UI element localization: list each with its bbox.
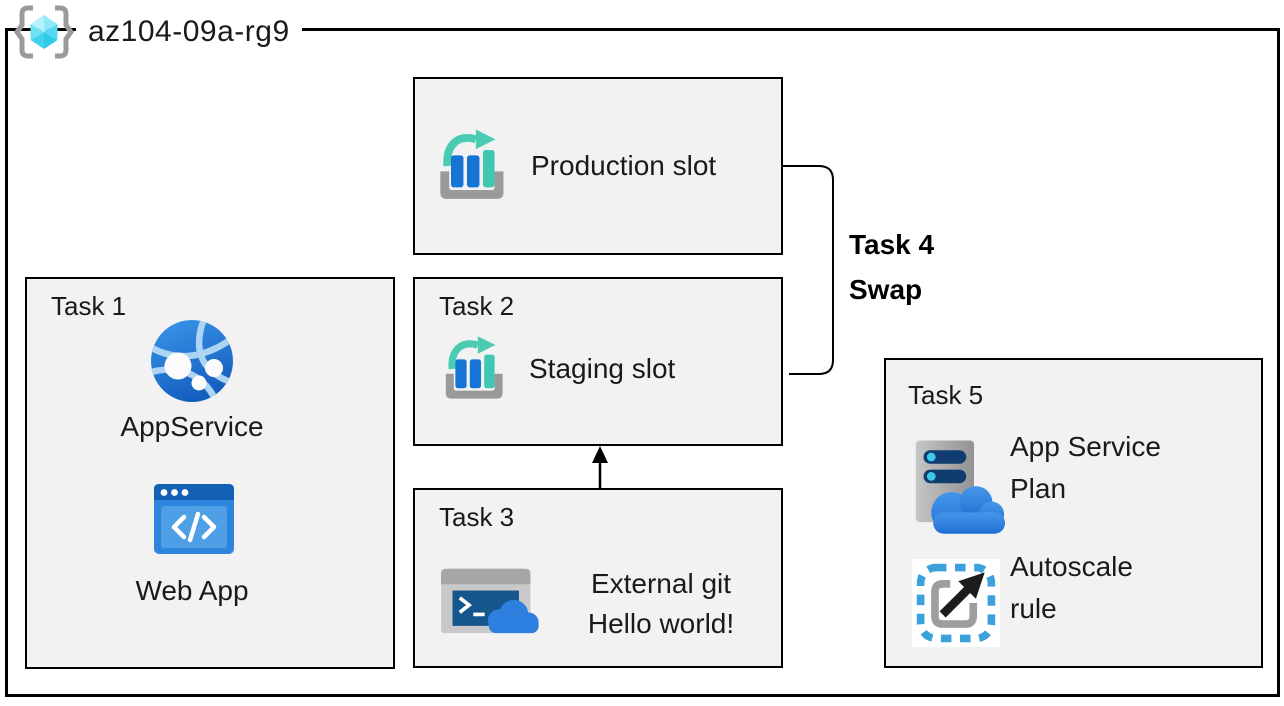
- app-service-plan-line2: Plan: [1010, 473, 1067, 504]
- cloud-shell-icon: [441, 568, 539, 634]
- autoscale-text: Autoscale rule: [1010, 546, 1133, 630]
- task4-label: Task 4 Swap: [849, 222, 934, 312]
- staging-slot-row: Staging slot: [441, 335, 675, 403]
- task4-line2: Swap: [849, 274, 923, 305]
- hello-world-line: Hello world!: [587, 608, 735, 639]
- task3-text: External git Hello world!: [551, 564, 771, 644]
- staging-slot-title: Staging slot: [529, 353, 676, 384]
- production-slot-row: Production slot: [435, 79, 716, 253]
- production-slot-box: Production slot: [413, 77, 783, 255]
- app-service-label: AppService: [120, 411, 264, 442]
- app-service-globe-icon: [151, 320, 233, 402]
- deployment-slot-icon: [440, 129, 504, 199]
- production-slot-title: Production slot: [531, 150, 717, 181]
- task3-label: Task 3: [439, 502, 515, 532]
- resource-group-name: az104-09a-rg9: [76, 7, 302, 57]
- task5-label: Task 5: [908, 380, 984, 410]
- resource-group-icon: [13, 5, 75, 59]
- deploy-arrow: [592, 446, 608, 490]
- task5-box: Task 5 App Service: [884, 358, 1263, 668]
- swap-connector: [783, 165, 834, 375]
- web-app-icon: [154, 484, 234, 554]
- task2-box: Task 2 Staging slot: [413, 277, 783, 446]
- task1-label: Task 1: [51, 291, 127, 321]
- task4-line1: Task 4: [849, 229, 935, 260]
- external-git-line: External git: [590, 568, 732, 599]
- app-service-plan-icon: [915, 440, 1006, 534]
- resource-group-header: az104-09a-rg9: [12, 5, 302, 59]
- task1-box: Task 1 AppService: [25, 277, 395, 669]
- web-app-label: Web App: [135, 575, 249, 606]
- resource-group-border: [5, 28, 1280, 697]
- autoscale-icon: [912, 559, 1000, 647]
- app-service-plan-line1: App Service: [1010, 431, 1161, 462]
- autoscale-line2: rule: [1010, 593, 1057, 624]
- deployment-slot-icon: [445, 336, 503, 399]
- task2-label: Task 2: [439, 291, 515, 321]
- autoscale-line1: Autoscale: [1010, 551, 1133, 582]
- task3-box: Task 3 External git Hello world!: [413, 488, 783, 668]
- app-service-plan-text: App Service Plan: [1010, 426, 1161, 510]
